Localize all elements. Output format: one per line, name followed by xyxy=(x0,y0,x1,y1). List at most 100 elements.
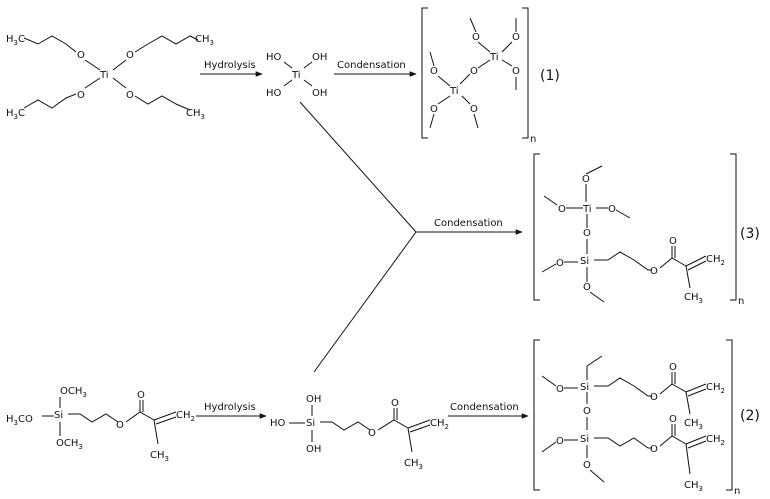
methylene-3: CH2 xyxy=(706,254,725,267)
silicon-upper-2: Si xyxy=(580,382,589,393)
oxygen-1i: O xyxy=(470,104,478,115)
methyl-bond-lower-2 xyxy=(685,443,691,475)
converging-line-top xyxy=(299,101,417,233)
hydrolysis-label-top: Hydrolysis xyxy=(204,60,256,71)
repeat-n-2: n xyxy=(734,486,740,497)
bracket-right-2 xyxy=(726,339,733,491)
oxygen-3d: O xyxy=(583,228,591,239)
bond-3l xyxy=(589,291,605,303)
oxygen-3a: O xyxy=(582,174,590,185)
product-2-label: (2) xyxy=(740,408,760,424)
propyl-chain-upper-2 xyxy=(594,377,652,397)
bond-3d xyxy=(543,195,558,206)
oxygen-br: O xyxy=(126,90,134,101)
bond-bridge-1a xyxy=(477,59,491,69)
butyl-chain-bottom-right xyxy=(134,95,191,111)
methyl-bond-upper-2 xyxy=(685,391,691,415)
oxygen-1c: O xyxy=(512,66,520,77)
product-3-label: (3) xyxy=(740,226,760,242)
hydroxyl-left: HO xyxy=(270,418,286,429)
hydroxyl-tl: HO xyxy=(266,52,282,63)
bracket-left-3 xyxy=(533,153,540,301)
oxygen-1a: O xyxy=(472,32,480,43)
hydroxyl-bottom: OH xyxy=(306,444,321,455)
bond-ti-oh-tr xyxy=(303,61,313,69)
oxygen-tr: O xyxy=(126,50,134,61)
vinyl-lower-2b xyxy=(687,440,707,449)
carbonyl-oxygen-left: O xyxy=(137,390,145,401)
methyl-3: CH3 xyxy=(684,292,703,305)
methacryloxypropyl-trimethoxysilane-molecule: OCH3 Si H3CO OCH3 O O CH2 CH3 xyxy=(6,386,195,463)
methylene-lower-2: CH2 xyxy=(706,434,725,447)
bond-o-ti-bl xyxy=(84,77,101,89)
ester-bond-upper-2 xyxy=(659,383,687,395)
hydroxyl-br: OH xyxy=(312,88,327,99)
butyl-chain-top-left xyxy=(23,35,77,53)
ester-bond-left xyxy=(125,411,155,423)
bond-o-ti-tl xyxy=(84,59,101,71)
bond-1c xyxy=(501,59,513,67)
methyl-bond-3 xyxy=(685,265,691,289)
methylene-left: CH2 xyxy=(176,410,195,423)
vinyl-bond-left xyxy=(153,411,177,421)
bond-2h xyxy=(541,441,557,453)
oxygen-bridge-1: O xyxy=(470,66,478,77)
bond-2j xyxy=(589,469,605,483)
propyl-chain-lower-2 xyxy=(594,437,652,449)
oxygen-1b: O xyxy=(512,32,520,43)
methyl-bond-mid xyxy=(407,427,413,453)
methyl-label-br: CH3 xyxy=(186,108,205,121)
bond-ti-o-br xyxy=(112,77,127,89)
propyl-chain-mid xyxy=(320,421,371,431)
propyl-chain-3 xyxy=(594,251,652,271)
vinyl-bond-3 xyxy=(685,255,707,267)
condensation-label-bottom: Condensation xyxy=(450,402,519,413)
bond-3f xyxy=(615,209,631,219)
ester-oxygen-mid: O xyxy=(368,428,376,439)
bond-bridge-1b xyxy=(459,73,471,85)
methyl-left: CH3 xyxy=(150,450,169,463)
oxygen-2a: O xyxy=(556,384,564,395)
silicon-3: Si xyxy=(580,256,589,267)
product-1-titania-network: Ti O O O O Ti O O O n xyxy=(421,7,536,145)
oxygen-3b: O xyxy=(558,204,566,215)
butyl-chain-top-right xyxy=(134,35,199,53)
condensation-label-middle: Condensation xyxy=(434,218,503,229)
hydrolysis-label-bottom: Hydrolysis xyxy=(204,402,256,413)
vinyl-upper-2 xyxy=(685,383,707,393)
bracket-right-1 xyxy=(522,7,529,139)
ester-oxygen-3: O xyxy=(650,266,658,277)
carbonyl-oxygen-3: O xyxy=(669,236,677,247)
oxygen-2b: O xyxy=(556,436,564,447)
carbonyl-oxygen-mid: O xyxy=(391,398,399,409)
titanium-upper-1: Ti xyxy=(489,52,499,63)
bond-1g xyxy=(437,75,451,87)
bracket-right-3 xyxy=(730,153,737,301)
bond-1l xyxy=(473,113,479,129)
bond-2b xyxy=(586,355,603,367)
carbonyl-oxygen-upper-2: O xyxy=(669,362,677,373)
vinyl-bond-left-b xyxy=(155,416,177,425)
hydroxyl-bl: HO xyxy=(266,88,282,99)
methyl-label-tl: H3C xyxy=(6,34,25,47)
vinyl-lower-2 xyxy=(685,435,707,445)
oxygen-3f: O xyxy=(583,282,591,293)
titanium-butoxide-molecule: H3C O Ti O CH3 O O H3C CH3 xyxy=(6,34,214,121)
silicon-mid: Si xyxy=(306,418,315,429)
product-2-polysiloxane: Si O O O O CH2 CH3 Si O O O O CH xyxy=(533,339,740,497)
titanium-hydroxide-molecule: HO OH Ti HO OH xyxy=(266,52,327,99)
bond-2d xyxy=(541,375,557,387)
product-3-titanium-silane-hybrid: Ti O O O O Si O O O O CH2 CH3 n xyxy=(533,153,744,307)
bond-1d xyxy=(469,17,477,33)
titanium-lower-1: Ti xyxy=(449,86,459,97)
oxygen-1g: O xyxy=(430,66,438,77)
ester-oxygen-upper-2: O xyxy=(650,392,658,403)
ester-bond-3 xyxy=(659,257,687,269)
oxygen-3c: O xyxy=(608,204,616,215)
oxygen-3e: O xyxy=(556,258,564,269)
methoxy-bottom: OCH3 xyxy=(56,438,83,451)
methoxy-left: H3CO xyxy=(6,414,33,427)
methyl-lower-2: CH3 xyxy=(684,480,703,493)
methyl-label-tr: CH3 xyxy=(195,34,214,47)
methylene-upper-2: CH2 xyxy=(706,382,725,395)
